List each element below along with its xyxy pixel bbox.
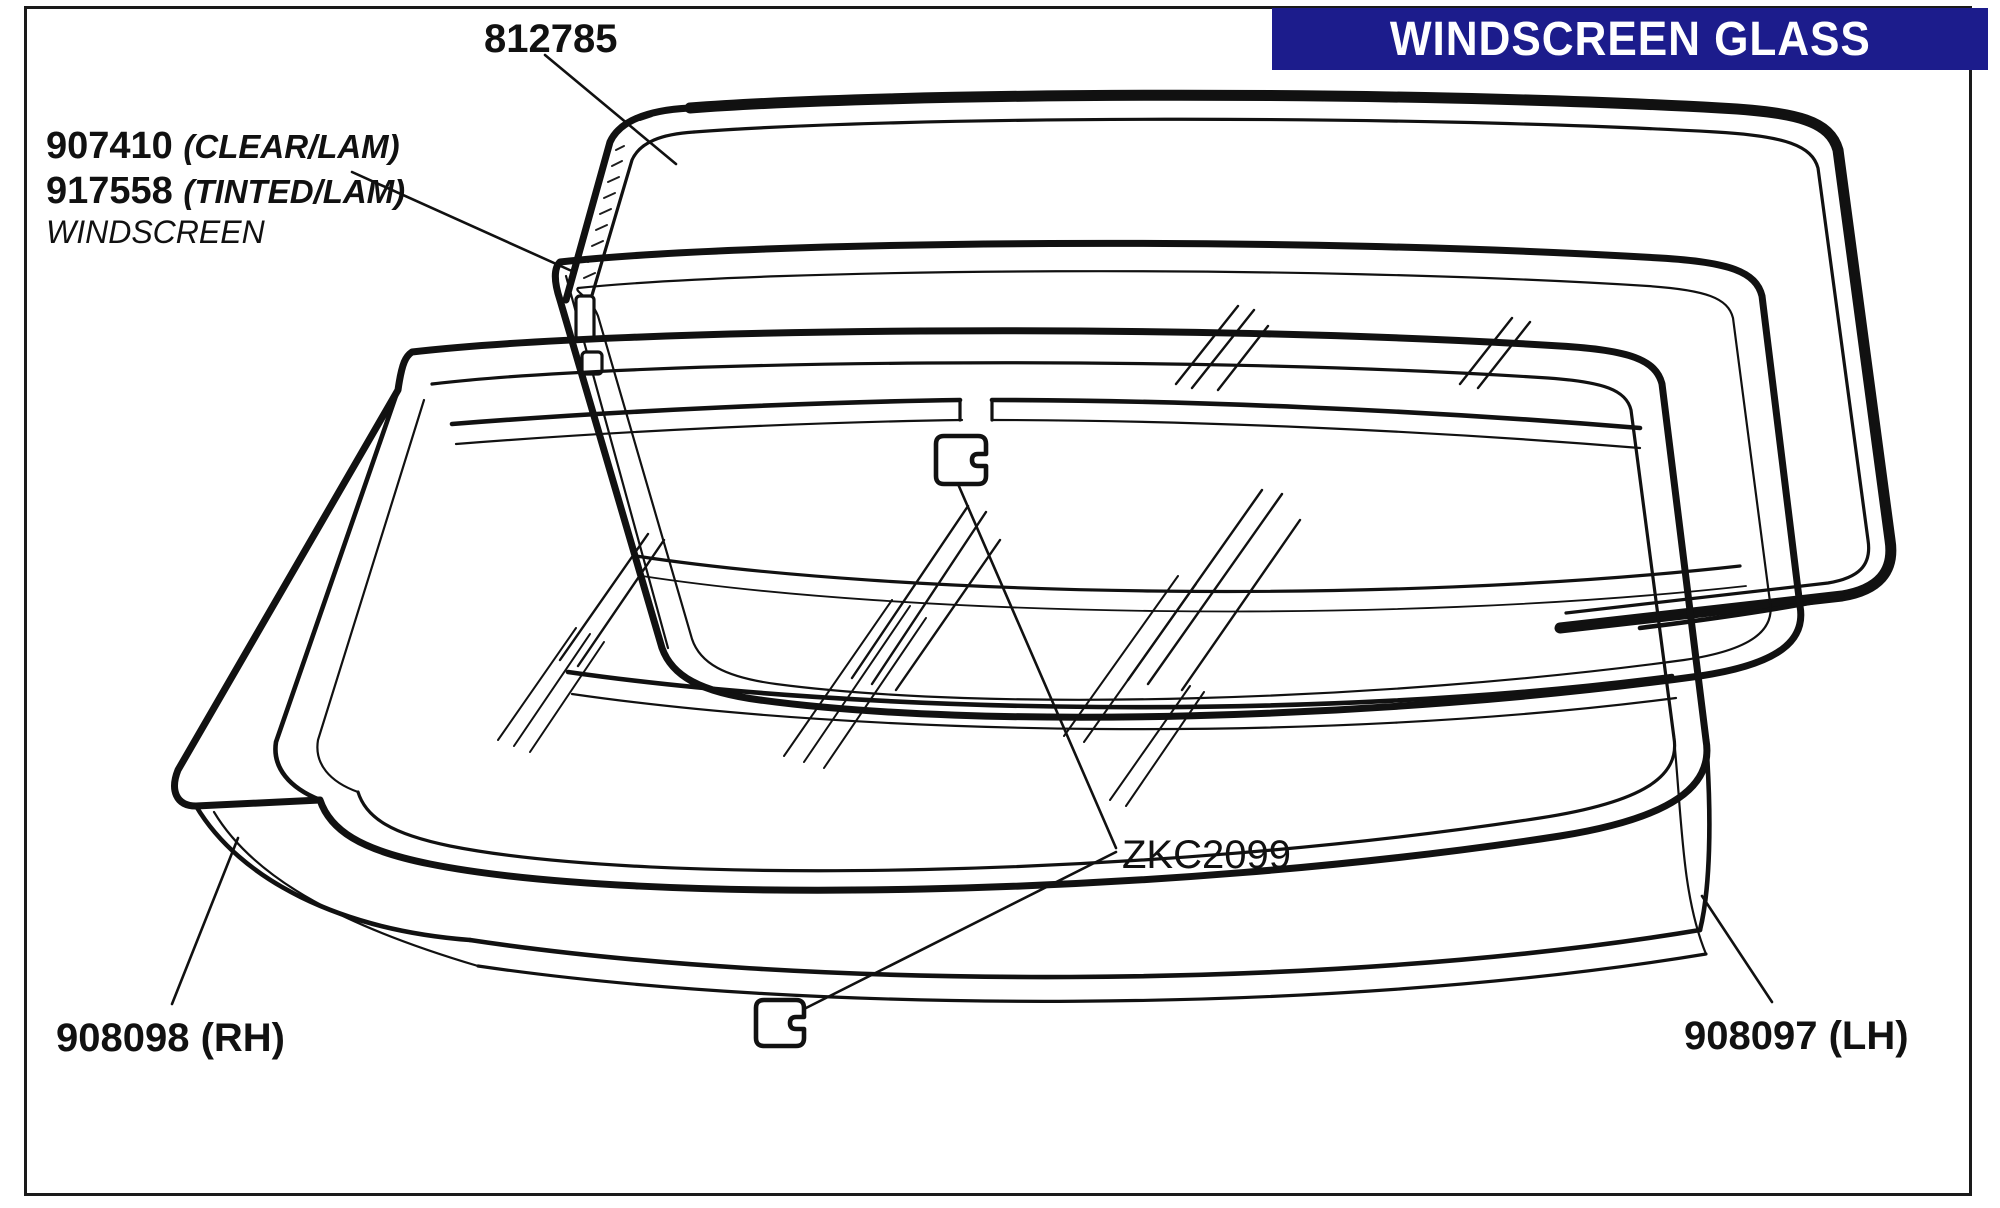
label-trim-lh-part-number: 908097 (LH) bbox=[1684, 1014, 1909, 1058]
leader-zkc2099-upper bbox=[956, 482, 1118, 850]
label-917558-number: 917558 bbox=[46, 169, 173, 212]
leader-908098 bbox=[170, 836, 240, 1006]
leader-908097 bbox=[1700, 894, 1774, 1004]
lower-trim-strip bbox=[565, 669, 1678, 731]
windscreen-glass-907410-917558 bbox=[551, 239, 1805, 721]
label-windscreen-line2: 917558 (TINTED/LAM) bbox=[46, 169, 405, 214]
title-banner: WINDSCREEN GLASS bbox=[1272, 8, 1988, 70]
label-917558-note: (TINTED/LAM) bbox=[183, 172, 406, 210]
leader-907410 bbox=[350, 170, 576, 274]
upper-trim-strip bbox=[449, 397, 1643, 450]
label-windscreen-word: WINDSCREEN bbox=[46, 213, 265, 250]
label-clip-part-number: ZKC2099 bbox=[1122, 833, 1291, 877]
leader-lines bbox=[170, 53, 1774, 1010]
windscreen-trim-908097-908098 bbox=[171, 327, 1712, 1003]
windscreen-seal-812785 bbox=[562, 89, 1897, 634]
label-seal-part-number: 812785 bbox=[484, 17, 618, 61]
glass-reflection-hatching bbox=[497, 304, 1532, 807]
leader-812785 bbox=[543, 53, 678, 166]
label-907410-number: 907410 bbox=[46, 125, 173, 167]
label-trim-rh-part-number: 908098 (RH) bbox=[56, 1016, 286, 1060]
label-windscreen-glass-block: 907410 (CLEAR/LAM) 917558 (TINTED/LAM) W… bbox=[46, 124, 405, 251]
leader-zkc2099-lower bbox=[804, 850, 1118, 1010]
label-907410-note: (CLEAR/LAM) bbox=[183, 128, 400, 165]
label-windscreen-line1: 907410 (CLEAR/LAM) bbox=[46, 124, 405, 169]
trim-clip-lower-zkc2099 bbox=[753, 997, 807, 1049]
page-border-frame bbox=[24, 6, 1972, 1196]
trim-clip-upper-zkc2099 bbox=[933, 433, 989, 487]
title-banner-text: WINDSCREEN GLASS bbox=[1389, 12, 1871, 66]
